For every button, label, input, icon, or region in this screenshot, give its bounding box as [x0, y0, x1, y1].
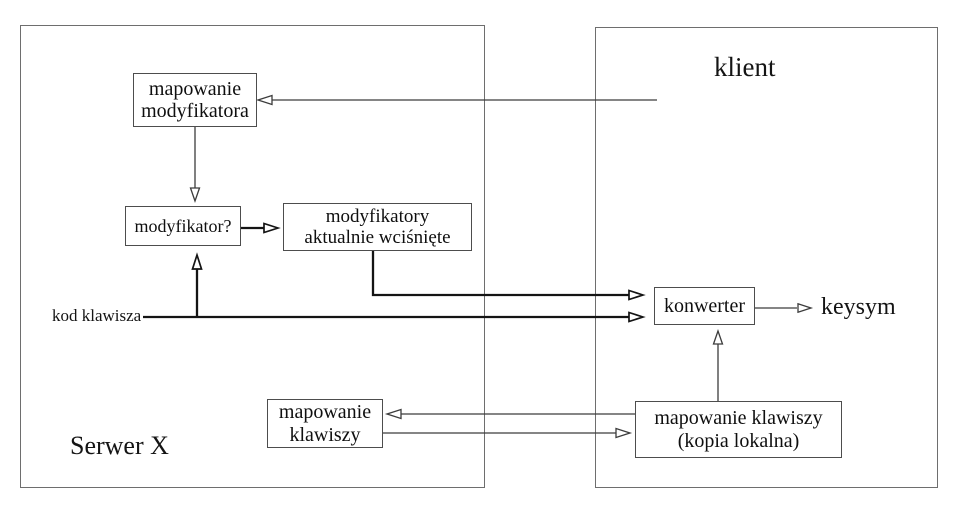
arrow-local-to-key-mapping — [384, 408, 635, 420]
arrow-local-to-converter — [712, 329, 724, 401]
label-server-x: Serwer X — [70, 431, 169, 460]
node-converter: konwerter — [654, 287, 755, 325]
arrow-client-to-modifier-mapping — [255, 94, 657, 106]
arrow-keycode-to-check — [191, 252, 203, 318]
arrow-key-mapping-to-local — [383, 427, 633, 439]
arrow-modifier-mapping-to-check — [189, 127, 201, 203]
arrow-converter-to-keysym — [755, 302, 814, 314]
label-klient: klient — [714, 52, 776, 82]
label-key-code: kod klawisza — [52, 306, 142, 325]
node-modifier-mapping: mapowanie modyfikatora — [133, 73, 257, 127]
arrow-keycode-to-converter — [143, 311, 646, 323]
node-modifiers-pressed: modyfikatory aktualnie wciśnięte — [283, 203, 472, 251]
node-key-mapping: mapowanie klawiszy — [267, 399, 383, 448]
arrow-check-to-pressed — [241, 222, 281, 234]
node-modifier-check: modyfikator? — [125, 206, 241, 246]
arrow-pressed-to-converter — [371, 251, 646, 301]
label-keysym: keysym — [821, 294, 896, 320]
node-key-mapping-local: mapowanie klawiszy (kopia lokalna) — [635, 401, 842, 458]
